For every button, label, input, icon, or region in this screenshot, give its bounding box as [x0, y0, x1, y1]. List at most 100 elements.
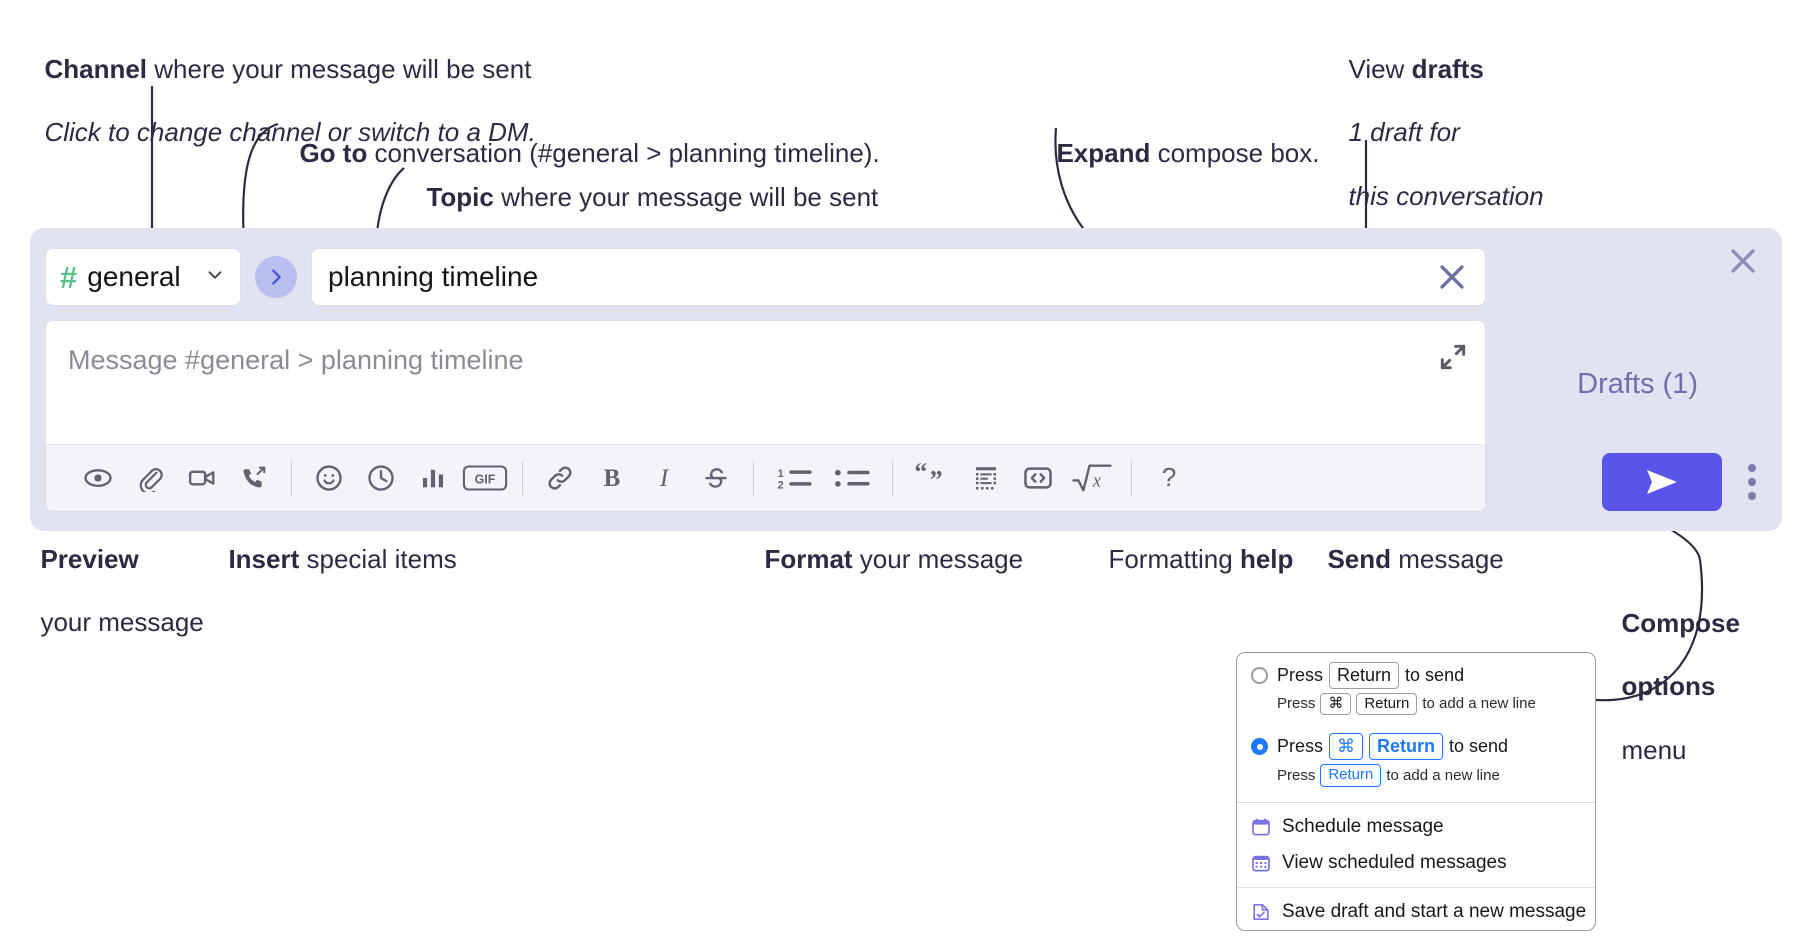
- more-options-icon[interactable]: [1740, 453, 1764, 511]
- annotation-drafts-italic1: 1 draft for: [1348, 117, 1460, 148]
- key-command: ⌘: [1329, 733, 1364, 760]
- menu-option-1-text: Press Return to send: [1277, 662, 1464, 689]
- phone-forward-icon[interactable]: [228, 452, 280, 504]
- svg-text:B: B: [604, 465, 621, 492]
- poll-bar-chart-icon[interactable]: [407, 452, 459, 504]
- annotation-goto-bold: Go to: [299, 137, 368, 168]
- annotation-channel-rest: where your message will be sent: [147, 53, 532, 84]
- topic-value: planning timeline: [328, 261, 539, 292]
- toolbar-separator: [753, 461, 754, 495]
- expand-icon[interactable]: [1437, 341, 1469, 373]
- link-icon[interactable]: [534, 452, 586, 504]
- svg-text:?: ?: [1162, 463, 1177, 492]
- svg-text:I: I: [659, 465, 670, 492]
- annotation-preview-rest: your message: [40, 607, 204, 638]
- annotation-help-plain: Formatting: [1108, 543, 1240, 574]
- menu-option-2-suffix: to send: [1449, 736, 1509, 756]
- send-paper-plane-icon: [1647, 470, 1677, 494]
- annotation-topic-rest: where your message will be sent: [493, 181, 879, 212]
- chevron-right-icon: [272, 269, 281, 285]
- menu-option-2-sub-suffix: to add a new line: [1386, 766, 1500, 784]
- toolbar-separator: [1131, 461, 1132, 495]
- radio-cmd-return-to-send[interactable]: [1251, 738, 1268, 755]
- annotation-preview-bold: Preview: [40, 543, 139, 574]
- key-return: Return: [1369, 733, 1444, 760]
- annotation-goto: Go to conversation (#general > planning …: [285, 106, 879, 169]
- annotation-send-rest: message: [1391, 543, 1504, 574]
- math-icon[interactable]: x: [1064, 452, 1120, 504]
- help-question-icon[interactable]: ?: [1143, 452, 1195, 504]
- calendar-icon: [1252, 818, 1270, 835]
- annotation-insert-rest: special items: [299, 543, 457, 574]
- menu-option-1-sub-suffix: to add a new line: [1422, 695, 1536, 713]
- annotation-drafts-plain: View: [1348, 53, 1412, 84]
- menu-option-2-subtext: Press Return to add a new line: [1237, 762, 1595, 796]
- menu-item-schedule-message[interactable]: Schedule message: [1237, 809, 1595, 845]
- svg-text:2: 2: [778, 480, 784, 492]
- message-placeholder: Message #general > planning timeline: [68, 345, 524, 375]
- emoji-icon[interactable]: [303, 452, 355, 504]
- channel-selector-button[interactable]: # general: [45, 248, 241, 306]
- menu-option-1-suffix: to send: [1405, 664, 1465, 685]
- message-input-container[interactable]: Message #general > planning timeline: [45, 320, 1486, 512]
- annotation-expand-bold: Expand: [1056, 137, 1151, 168]
- annotation-insert: Insert special items: [214, 512, 457, 575]
- bulleted-list-icon[interactable]: [823, 452, 881, 504]
- annotation-send-bold: Send: [1327, 543, 1392, 574]
- annotation-format: Format your message: [750, 512, 1023, 575]
- strikethrough-icon[interactable]: [690, 452, 742, 504]
- radio-return-to-send[interactable]: [1251, 666, 1268, 684]
- menu-option-cmd-return-to-send[interactable]: Press ⌘ Return to send: [1237, 724, 1595, 762]
- annotation-compose-bold2: options: [1621, 671, 1716, 702]
- gif-icon[interactable]: GIF: [459, 452, 511, 504]
- chevron-down-icon: [204, 264, 226, 291]
- save-draft-icon: [1253, 903, 1269, 920]
- menu-option-2-text: Press ⌘ Return to send: [1277, 733, 1508, 760]
- menu-item-label: View scheduled messages: [1282, 851, 1507, 873]
- annotation-compose-rest: menu: [1621, 734, 1687, 765]
- bold-icon[interactable]: B: [586, 452, 638, 504]
- annotation-format-rest: your message: [852, 543, 1024, 574]
- hash-icon: #: [60, 259, 78, 295]
- code-icon[interactable]: [1012, 452, 1064, 504]
- paperclip-icon[interactable]: [124, 452, 176, 504]
- close-icon[interactable]: [1726, 244, 1760, 278]
- menu-item-label: Schedule message: [1282, 815, 1444, 837]
- drafts-link[interactable]: Drafts (1): [1577, 368, 1698, 400]
- italic-icon[interactable]: I: [638, 452, 690, 504]
- goto-conversation-button[interactable]: [255, 256, 297, 298]
- menu-divider: [1237, 886, 1595, 888]
- topic-input[interactable]: planning timeline: [311, 248, 1486, 306]
- key-return: Return: [1320, 763, 1382, 787]
- annotation-help-bold: help: [1239, 543, 1294, 574]
- clock-icon[interactable]: [355, 452, 407, 504]
- compose-options-menu: Press Return to send Press ⌘ Return to a…: [1236, 652, 1596, 931]
- key-command: ⌘: [1320, 692, 1352, 716]
- menu-option-1-subtext: Press ⌘ Return to add a new line: [1237, 691, 1595, 725]
- menu-option-2-prefix: Press: [1277, 736, 1324, 756]
- menu-option-1-sub-prefix: Press: [1277, 695, 1316, 713]
- menu-item-save-draft[interactable]: Save draft and start a new message: [1237, 894, 1595, 930]
- code-block-icon[interactable]: [960, 452, 1012, 504]
- annotation-compose-bold1: Compose: [1621, 607, 1740, 638]
- compose-panel: # general planning timeline Message #gen…: [30, 228, 1782, 531]
- menu-option-return-to-send[interactable]: Press Return to send: [1237, 653, 1595, 691]
- annotation-drafts-bold: drafts: [1411, 53, 1484, 84]
- clear-topic-icon[interactable]: [1435, 260, 1469, 294]
- blockquote-icon[interactable]: “”: [904, 452, 960, 504]
- key-return: Return: [1356, 692, 1418, 716]
- eye-icon[interactable]: [72, 452, 124, 504]
- menu-item-view-scheduled-messages[interactable]: View scheduled messages: [1237, 845, 1595, 881]
- annotation-topic: Topic where your message will be sent: [412, 150, 878, 213]
- menu-option-2-sub-prefix: Press: [1277, 766, 1316, 784]
- annotation-drafts-italic2: this conversation: [1348, 180, 1544, 211]
- menu-divider: [1237, 801, 1595, 803]
- send-button[interactable]: [1602, 453, 1722, 511]
- menu-item-label: Save draft and start a new message: [1282, 900, 1587, 922]
- video-camera-icon[interactable]: [176, 452, 228, 504]
- calendar-grid-icon: [1252, 855, 1270, 871]
- annotation-send: Send message: [1313, 512, 1504, 575]
- annotation-drafts: View drafts 1 draft for this conversatio…: [1334, 22, 1544, 212]
